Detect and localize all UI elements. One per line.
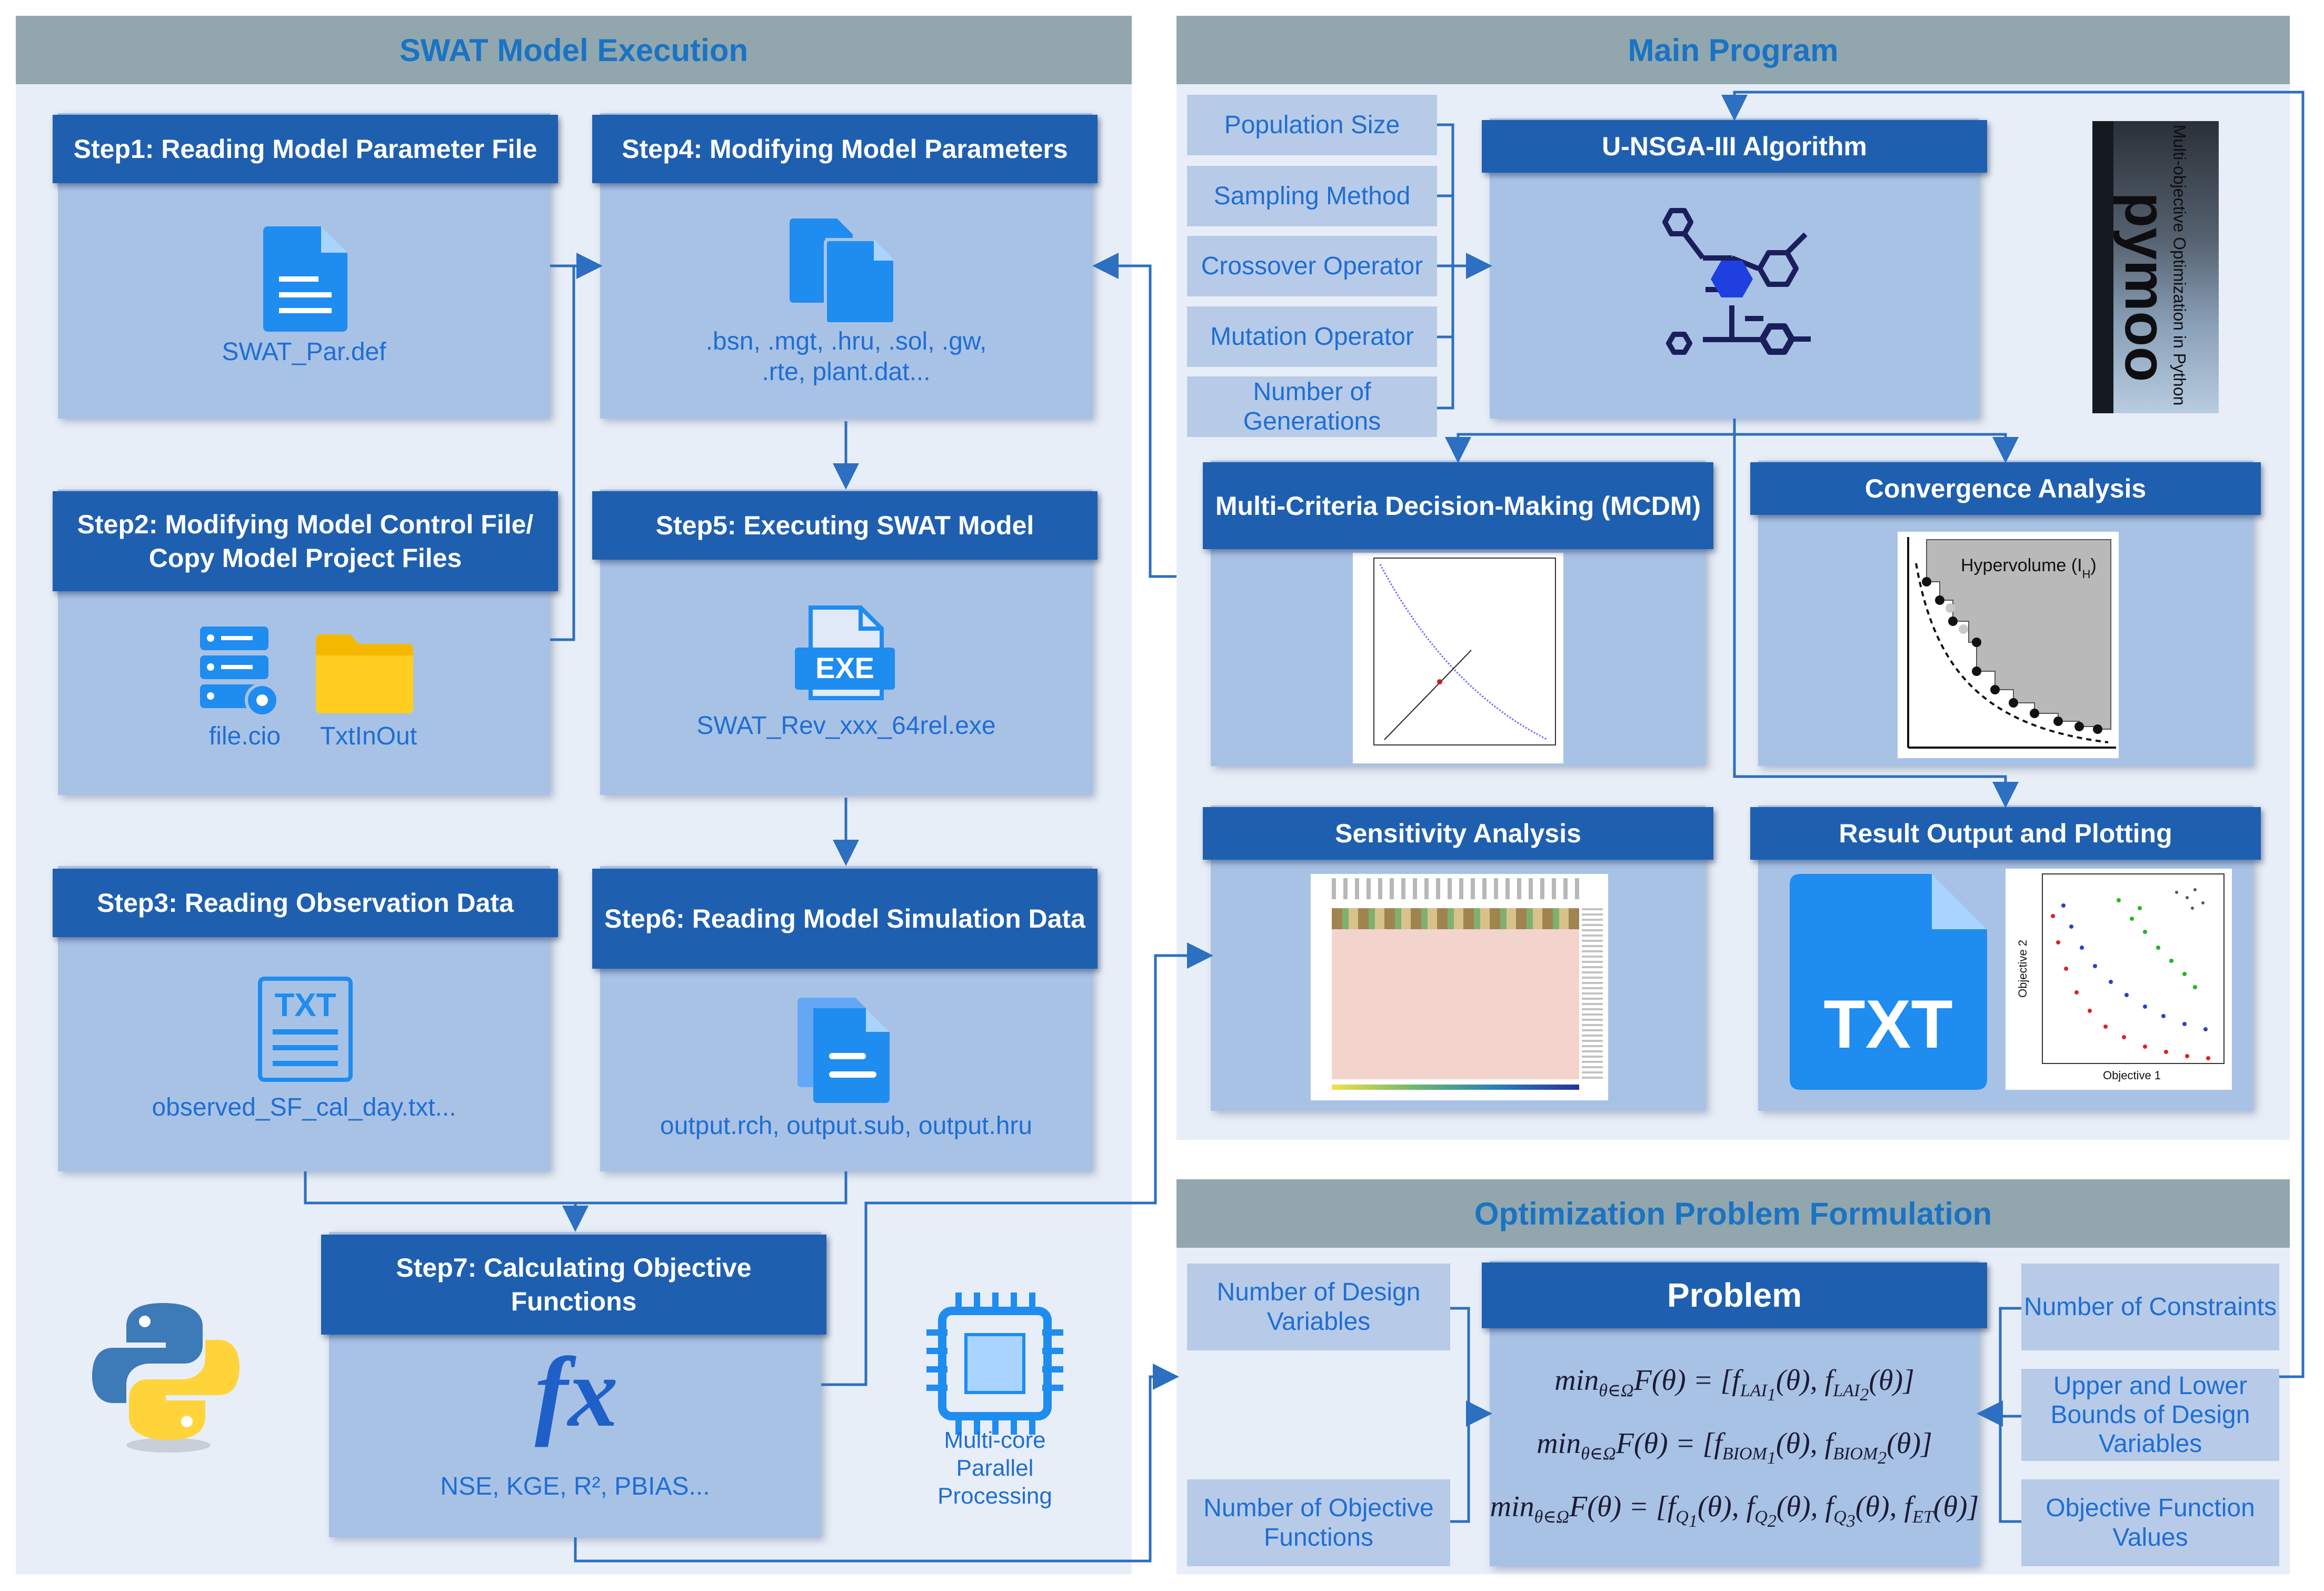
- sensitivity-heatmap: [1311, 874, 1608, 1100]
- txt-output-icon: TXT: [1790, 874, 1987, 1090]
- step4-caption: .bsn, .mgt, .hru, .sol, .gw, .rte, plant…: [705, 327, 987, 386]
- parallel-processing-label: Multi-core Parallel Processing: [937, 1427, 1052, 1509]
- hypervolume-label: Hypervolume (I: [1961, 555, 2082, 575]
- step5-caption: SWAT_Rev_xxx_64rel.exe: [696, 712, 996, 740]
- copy-files-icon: [790, 218, 896, 324]
- main-panel-title: Main Program: [1176, 16, 2290, 84]
- svg-text:Hypervolume (IH): Hypervolume (IH): [1961, 555, 2097, 581]
- param-crossover-operator: Crossover Operator: [1187, 236, 1437, 296]
- hypervolume-label-end: ): [2090, 555, 2096, 575]
- hypervolume-label-sub: H: [2082, 568, 2091, 581]
- mcdm-title: Multi-Criteria Decision-Making (MCDM): [1203, 462, 1713, 549]
- fx-symbol: fx: [534, 1337, 619, 1448]
- server-settings-icon: [200, 627, 279, 718]
- step2-title: Step2: Modifying Model Control File/ Cop…: [53, 491, 558, 591]
- design-variables-count: Number of Design Variables: [1187, 1264, 1450, 1350]
- step3-title: Step3: Reading Observation Data: [53, 869, 558, 937]
- equation-biom: minθ∈ΩF(θ) = [fBIOM1(θ), fBIOM2(θ)]: [1537, 1427, 1932, 1468]
- python-logo-icon: [92, 1303, 240, 1453]
- sensitivity-title: Sensitivity Analysis: [1203, 807, 1713, 860]
- step3-caption: observed_SF_cal_day.txt...: [152, 1093, 456, 1121]
- swat-panel-title: SWAT Model Execution: [16, 16, 1132, 84]
- step5-title: Step5: Executing SWAT Model: [592, 491, 1098, 560]
- param-mutation-operator: Mutation Operator: [1187, 306, 1437, 367]
- result-txt-icon-text: TXT: [1823, 986, 1953, 1062]
- step6-title: Step6: Reading Model Simulation Data: [592, 869, 1098, 969]
- param-number-of-generations: Number of Generations: [1187, 376, 1437, 437]
- txt-icon-text: TXT: [274, 987, 336, 1023]
- objective-functions-count: Number of Objective Functions: [1187, 1479, 1450, 1566]
- mcdm-pareto-plot: [1353, 553, 1563, 763]
- param-sampling-method: Sampling Method: [1187, 166, 1437, 226]
- constraints-count: Number of Constraints: [2021, 1264, 2279, 1350]
- file-cio-label: file.cio: [208, 722, 281, 750]
- result-plot-xlabel: Objective 1: [2103, 1069, 2161, 1082]
- objective-function-values: Objective Function Values: [2021, 1479, 2279, 1566]
- txtinout-label: TxtInOut: [320, 722, 417, 750]
- problem-panel-title: Optimization Problem Formulation: [1176, 1179, 2290, 1248]
- folder-icon: [316, 634, 413, 713]
- design-variable-bounds: Upper and Lower Bounds of Design Variabl…: [2021, 1369, 2279, 1461]
- equation-q-et: minθ∈ΩF(θ) = [fQ1(θ), fQ2(θ), fQ3(θ), fE…: [1490, 1490, 1979, 1531]
- equation-lai: minθ∈ΩF(θ) = [fLAI1(θ), fLAI2(θ)]: [1554, 1364, 1914, 1405]
- param-population-size: Population Size: [1187, 95, 1437, 155]
- cpu-chip-icon: [926, 1292, 1063, 1435]
- exe-icon-text: EXE: [815, 651, 874, 684]
- problem-title: Problem: [1482, 1262, 1987, 1328]
- step1-title: Step1: Reading Model Parameter File: [53, 115, 558, 183]
- document-icon: [263, 226, 347, 332]
- pareto-front-plot: Objective 1 Objective 2: [2006, 869, 2232, 1090]
- step7-caption: NSE, KGE, R², PBIAS...: [440, 1473, 710, 1500]
- molecule-icon: [1662, 208, 1811, 355]
- step7-title: Step7: Calculating Objective Functions: [321, 1235, 826, 1335]
- step4-title: Step4: Modifying Model Parameters: [592, 115, 1098, 183]
- output-file-icon: [797, 998, 890, 1103]
- algorithm-title: U-NSGA-III Algorithm: [1482, 120, 1987, 173]
- result-plot-ylabel: Objective 2: [2016, 940, 2029, 998]
- txt-file-icon: TXT: [258, 977, 353, 1082]
- convergence-title: Convergence Analysis: [1750, 462, 2261, 515]
- pymoo-logo: pymoo Multi-objective Optimization in Py…: [2092, 121, 2219, 413]
- step1-caption: SWAT_Par.def: [222, 338, 386, 366]
- hypervolume-plot: Hypervolume (IH): [1898, 532, 2119, 758]
- step6-caption: output.rch, output.sub, output.hru: [660, 1112, 1033, 1140]
- exe-file-icon: EXE: [795, 605, 895, 700]
- result-title: Result Output and Plotting: [1750, 807, 2261, 860]
